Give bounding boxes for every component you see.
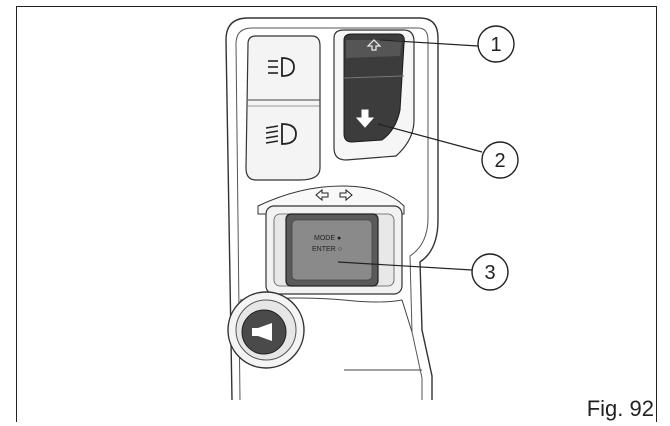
callout-line-3	[337, 261, 473, 271]
low-beam-icon	[268, 57, 295, 77]
svg-text:2: 2	[494, 150, 505, 172]
callout-2: 2	[481, 141, 519, 179]
beam-switch-pod	[245, 35, 321, 181]
pass-switch-button[interactable]	[343, 33, 405, 143]
callout-1: 1	[477, 25, 515, 63]
up-arrow-icon	[366, 39, 382, 51]
switch-housing-inner-outline	[235, 27, 429, 401]
callout-line-1	[379, 39, 479, 47]
switch-housing-outline	[225, 17, 439, 401]
left-right-arrows-icon	[315, 188, 353, 202]
mode-label: MODE ●	[314, 235, 341, 242]
svg-text:3: 3	[484, 262, 495, 284]
high-beam-icon	[265, 123, 297, 145]
figure-caption: Fig. 92	[586, 396, 654, 421]
horn-icon	[252, 323, 272, 341]
down-arrow-icon	[355, 109, 375, 128]
svg-text:1: 1	[490, 34, 501, 56]
callout-line-2	[377, 123, 483, 153]
callout-3: 3	[471, 253, 509, 291]
figure-frame	[16, 6, 657, 422]
enter-label: ENTER ○	[312, 246, 342, 253]
